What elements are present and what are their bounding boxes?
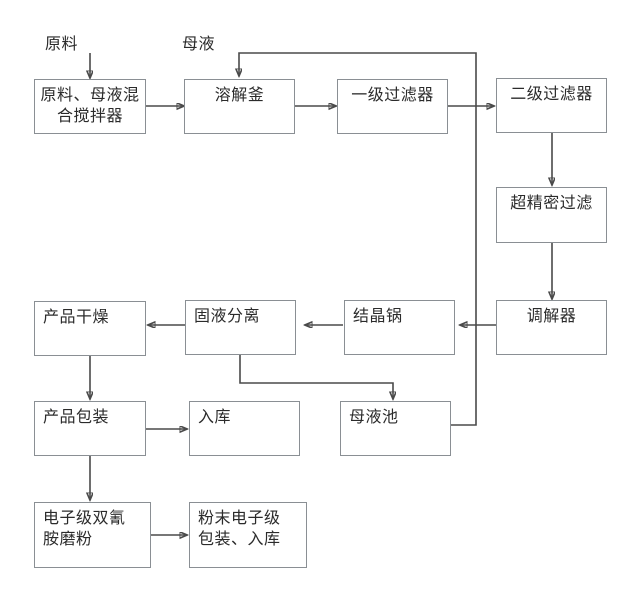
node-solid-liquid-separation[interactable]: 固液分离 — [185, 300, 296, 355]
mother-liquor-label: 母液 — [182, 36, 216, 53]
node-product-packaging[interactable]: 产品包装 — [34, 401, 146, 456]
edge-solid-liquid-separation-to-mother-liquor-pool — [239, 355, 393, 399]
node-product-drying[interactable]: 产品干燥 — [34, 301, 146, 356]
node-secondary-filter[interactable]: 二级过滤器 — [496, 78, 607, 133]
node-warehouse[interactable]: 入库 — [189, 401, 300, 456]
node-mother-liquor-pool[interactable]: 母液池 — [340, 401, 451, 456]
node-primary-filter[interactable]: 一级过滤器 — [337, 79, 448, 134]
node-mixer[interactable]: 原料、母液混 合搅拌器 — [34, 79, 146, 134]
node-powder-electronic-grade-packaging-warehouse[interactable]: 粉末电子级 包装、入库 — [189, 502, 307, 568]
node-electronic-grade-dicyandiamide-milling[interactable]: 电子级双氰 胺磨粉 — [34, 502, 151, 568]
node-crystallizer[interactable]: 结晶锅 — [344, 300, 455, 355]
node-dissolving-kettle[interactable]: 溶解釜 — [184, 79, 295, 134]
node-ultra-precision-filter[interactable]: 超精密过滤 — [496, 187, 607, 243]
node-conditioner[interactable]: 调解器 — [496, 300, 607, 355]
raw-material-label: 原料 — [45, 36, 79, 53]
